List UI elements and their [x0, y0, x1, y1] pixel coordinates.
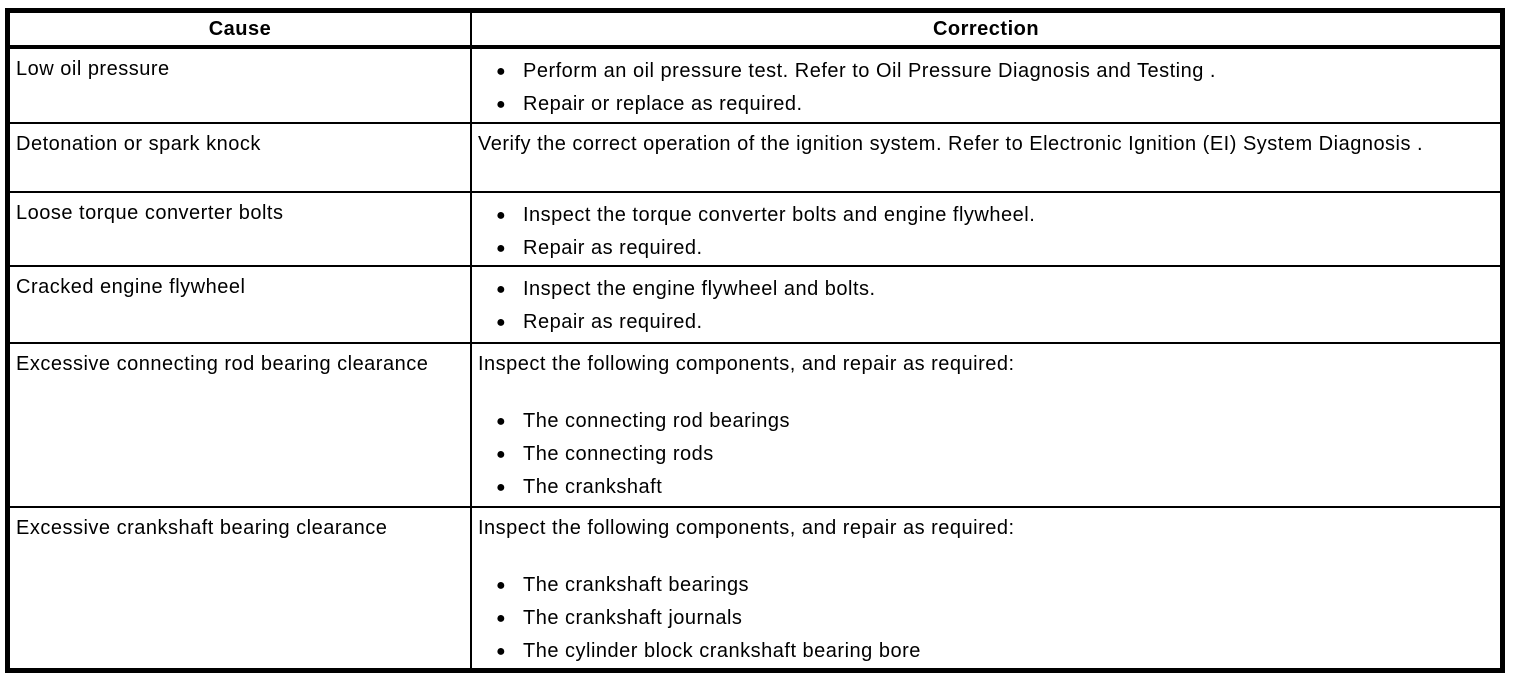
correction-bullet-text: Perform an oil pressure test. Refer to O… [523, 60, 1216, 82]
correction-cell: ● Inspect the torque converter bolts and… [472, 191, 1500, 265]
correction-bullet-item: ● Inspect the torque converter bolts and… [496, 199, 1473, 232]
correction-bullet-item: ● Repair as required. [496, 232, 1473, 265]
bullet-icon: ● [496, 577, 507, 594]
correction-bullet-text: Inspect the torque converter bolts and e… [523, 204, 1036, 226]
table-row-low-oil-pressure: Low oil pressure ● Perform an oil pressu… [10, 49, 1500, 122]
bullet-icon: ● [496, 63, 507, 80]
correction-bullet-item: ● Inspect the engine flywheel and bolts. [496, 273, 1473, 306]
correction-bullet-item: ● The crankshaft [496, 471, 1473, 504]
table-row-excessive-crankshaft-bearing-clearance: Excessive crankshaft bearing clearance I… [10, 506, 1500, 668]
correction-cell: Inspect the following components, and re… [472, 506, 1500, 668]
correction-bullet-list: ● Perform an oil pressure test. Refer to… [478, 53, 1473, 121]
correction-bullet-item: ● Repair or replace as required. [496, 88, 1473, 121]
correction-bullet-list: ● Inspect the engine flywheel and bolts.… [478, 271, 1473, 339]
bullet-icon: ● [496, 610, 507, 627]
correction-bullet-item: ● Repair as required. [496, 306, 1473, 339]
table-header: Cause Correction [10, 13, 1500, 49]
bullet-icon: ● [496, 479, 507, 496]
correction-bullet-text: Repair as required. [523, 237, 703, 259]
correction-text: Verify the correct operation of the igni… [478, 133, 1424, 155]
table-row-loose-torque-converter-bolts: Loose torque converter bolts ● Inspect t… [10, 191, 1500, 265]
bullet-icon: ● [496, 207, 507, 224]
correction-bullet-list: ● Inspect the torque converter bolts and… [478, 197, 1473, 265]
correction-bullet-text: The crankshaft bearings [523, 574, 750, 596]
cause-cell: Excessive crankshaft bearing clearance [10, 506, 472, 668]
correction-bullet-item: ● The connecting rods [496, 438, 1473, 471]
correction-bullet-list: ● The connecting rod bearings ● The conn… [478, 405, 1473, 504]
cause-cell: Low oil pressure [10, 49, 472, 122]
table-row-detonation: Detonation or spark knock Verify the cor… [10, 122, 1500, 191]
correction-cell: ● Inspect the engine flywheel and bolts.… [472, 265, 1500, 342]
cause-cell: Detonation or spark knock [10, 122, 472, 191]
correction-bullet-text: Repair or replace as required. [523, 93, 803, 115]
correction-cell: Verify the correct operation of the igni… [472, 122, 1500, 191]
correction-bullet-text: Inspect the engine flywheel and bolts. [523, 278, 876, 300]
correction-bullet-item: ● The connecting rod bearings [496, 405, 1473, 438]
correction-bullet-text: The connecting rod bearings [523, 410, 790, 432]
bullet-icon: ● [496, 240, 507, 257]
correction-bullet-item: ● The crankshaft bearings [496, 569, 1473, 602]
header-row: Cause Correction [10, 13, 1500, 49]
correction-bullet-text: The crankshaft journals [523, 607, 743, 629]
bullet-icon: ● [496, 643, 507, 660]
correction-bullet-text: The connecting rods [523, 443, 714, 465]
column-header-correction: Correction [472, 13, 1500, 49]
bullet-icon: ● [496, 314, 507, 331]
bullet-icon: ● [496, 96, 507, 113]
bullet-icon: ● [496, 446, 507, 463]
cause-cell: Cracked engine flywheel [10, 265, 472, 342]
bullet-icon: ● [496, 413, 507, 430]
cause-cell: Excessive connecting rod bearing clearan… [10, 342, 472, 506]
correction-bullet-text: The cylinder block crankshaft bearing bo… [523, 640, 921, 662]
correction-bullet-list: ● The crankshaft bearings ● The cranksha… [478, 569, 1473, 668]
correction-bullet-item: ● Perform an oil pressure test. Refer to… [496, 55, 1473, 88]
correction-bullet-item: ● The cylinder block crankshaft bearing … [496, 635, 1473, 668]
correction-cell: Inspect the following components, and re… [472, 342, 1500, 506]
cause-correction-table: Cause Correction Low oil pressure ● Perf… [5, 8, 1505, 673]
correction-bullet-text: Repair as required. [523, 311, 703, 333]
correction-cell: ● Perform an oil pressure test. Refer to… [472, 49, 1500, 122]
cause-cell: Loose torque converter bolts [10, 191, 472, 265]
column-header-cause: Cause [10, 13, 472, 49]
correction-text: Inspect the following components, and re… [478, 353, 1015, 375]
correction-text: Inspect the following components, and re… [478, 517, 1015, 539]
table-row-excessive-connecting-rod-bearing-clearance: Excessive connecting rod bearing clearan… [10, 342, 1500, 506]
correction-bullet-text: The crankshaft [523, 476, 663, 498]
bullet-icon: ● [496, 281, 507, 298]
correction-bullet-item: ● The crankshaft journals [496, 602, 1473, 635]
table-row-cracked-engine-flywheel: Cracked engine flywheel ● Inspect the en… [10, 265, 1500, 342]
